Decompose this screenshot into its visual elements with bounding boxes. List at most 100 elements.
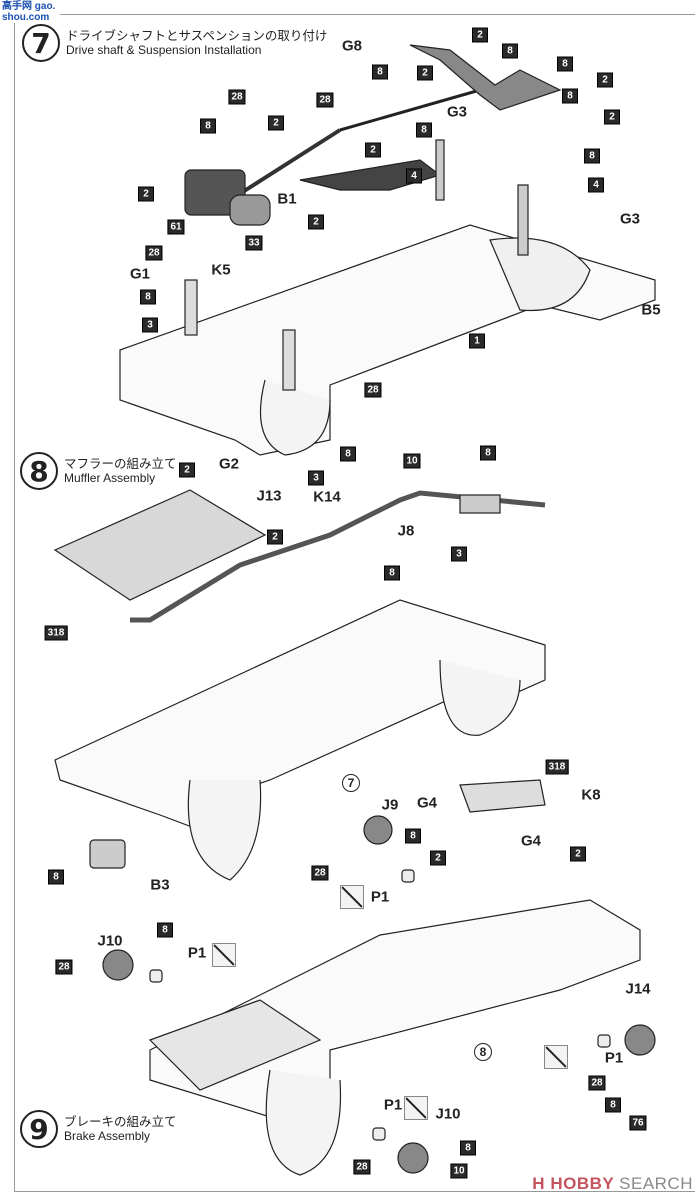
drive-shaft-g8	[339, 88, 481, 132]
paint-color-number: 8	[340, 446, 356, 462]
hub-assembly	[409, 44, 562, 111]
part-label: G4	[416, 794, 438, 812]
part-label: P1	[187, 944, 207, 962]
muffler-b3	[89, 839, 126, 869]
no-glue-icon	[340, 885, 364, 909]
part-label: K8	[581, 786, 601, 804]
paint-color-number: 318	[44, 625, 68, 641]
no-glue-icon	[544, 1045, 568, 1069]
paint-color-number: 28	[145, 245, 163, 261]
paint-color-number: 2	[597, 72, 613, 88]
paint-color-number: 2	[268, 115, 284, 131]
paint-color-number: 28	[364, 382, 382, 398]
paint-color-number: 28	[353, 1159, 371, 1175]
part-label: J8	[397, 522, 415, 540]
step-reference: 7	[342, 774, 360, 792]
part-label: J10	[97, 932, 123, 950]
paint-color-number: 8	[416, 122, 432, 138]
hobby-search-watermark: H HOBBY SEARCH	[532, 1174, 693, 1194]
paint-color-number: 1	[469, 333, 485, 349]
step-title-jp: ドライブシャフトとサスペンションの取り付け	[66, 28, 328, 43]
paint-color-number: 2	[472, 27, 488, 43]
part-label: G2	[218, 455, 240, 473]
part-label: P1	[383, 1096, 403, 1114]
paint-color-number: 61	[167, 219, 185, 235]
paint-color-number: 8	[405, 828, 421, 844]
part-label: P1	[370, 888, 390, 906]
paint-color-number: 10	[450, 1163, 468, 1179]
front-wheel-arch-7	[259, 379, 331, 456]
paint-color-number: 2	[308, 214, 324, 230]
paint-color-number: 2	[604, 109, 620, 125]
part-label: G4	[520, 832, 542, 850]
part-label: P1	[604, 1049, 624, 1067]
brand-text-secondary: SEARCH	[619, 1174, 693, 1193]
step-title-en: Muffler Assembly	[64, 471, 156, 485]
part-label: J13	[256, 487, 282, 505]
paint-color-number: 2	[570, 846, 586, 862]
paint-color-number: 10	[403, 453, 421, 469]
paint-color-number: 2	[267, 529, 283, 545]
part-label: J10	[435, 1105, 461, 1123]
paint-color-number: 28	[588, 1075, 606, 1091]
paint-color-number: 76	[629, 1115, 647, 1131]
part-label: J9	[381, 796, 399, 814]
paint-color-number: 8	[48, 869, 64, 885]
paint-color-number: 2	[417, 65, 433, 81]
site-logo: 高手网 gao.shou.com	[2, 1, 60, 23]
step-title-en: Drive shaft & Suspension Installation	[66, 43, 262, 57]
paint-color-number: 2	[365, 142, 381, 158]
paint-color-number: 28	[55, 959, 73, 975]
part-label: K5	[211, 261, 231, 279]
paint-color-number: 4	[406, 168, 422, 184]
step-number: 7	[22, 24, 60, 62]
paint-color-number: 28	[311, 865, 329, 881]
paint-color-number: 8	[605, 1097, 621, 1113]
step-8-header: 8 マフラーの組み立て Muffler Assembly	[20, 452, 183, 490]
step-7-header: 7 ドライブシャフトとサスペンションの取り付け Drive shaft & Su…	[22, 24, 334, 62]
paint-color-number: 8	[502, 43, 518, 59]
brand-mark: H	[532, 1174, 546, 1193]
muffler-plate	[53, 489, 267, 601]
part-label: B1	[277, 190, 297, 208]
paint-color-number: 8	[372, 64, 388, 80]
chassis-step8	[54, 599, 546, 831]
paint-color-number: 4	[588, 177, 604, 193]
step-reference: 8	[474, 1043, 492, 1061]
page-frame	[14, 14, 695, 1192]
paint-color-number: 2	[179, 462, 195, 478]
step-number: 8	[20, 452, 58, 490]
chassis-step9	[149, 899, 641, 1121]
paint-color-number: 8	[584, 148, 600, 164]
paint-color-number: 8	[200, 118, 216, 134]
paint-color-number: 3	[308, 470, 324, 486]
part-label: K14	[313, 488, 341, 506]
step-number: 9	[20, 1110, 58, 1148]
paint-color-number: 2	[430, 850, 446, 866]
brake-j10-left	[102, 949, 134, 981]
paint-color-number: 3	[142, 317, 158, 333]
paint-color-number: 318	[545, 759, 569, 775]
step-title-jp: マフラーの組み立て	[64, 456, 177, 471]
step-9-header: 9 ブレーキの組み立て Brake Assembly	[20, 1110, 183, 1148]
step-title-en: Brake Assembly	[64, 1129, 151, 1143]
brand-text: HOBBY	[550, 1174, 614, 1193]
paint-color-number: 8	[140, 289, 156, 305]
brake-j9	[363, 815, 393, 845]
part-label: J14	[625, 980, 651, 998]
paint-color-number: 33	[245, 235, 263, 251]
paint-color-number: 8	[460, 1140, 476, 1156]
paint-color-number: 8	[157, 922, 173, 938]
plate-k8	[459, 779, 546, 813]
part-label: G1	[129, 265, 151, 283]
part-label: G8	[341, 37, 363, 55]
rear-wheel-arch-7	[489, 237, 591, 312]
part-label: B5	[641, 301, 661, 319]
paint-color-number: 3	[451, 546, 467, 562]
no-glue-icon	[212, 943, 236, 967]
brake-j10-bottom	[397, 1142, 429, 1174]
paint-color-number: 28	[316, 92, 334, 108]
step-title-jp: ブレーキの組み立て	[64, 1114, 177, 1129]
